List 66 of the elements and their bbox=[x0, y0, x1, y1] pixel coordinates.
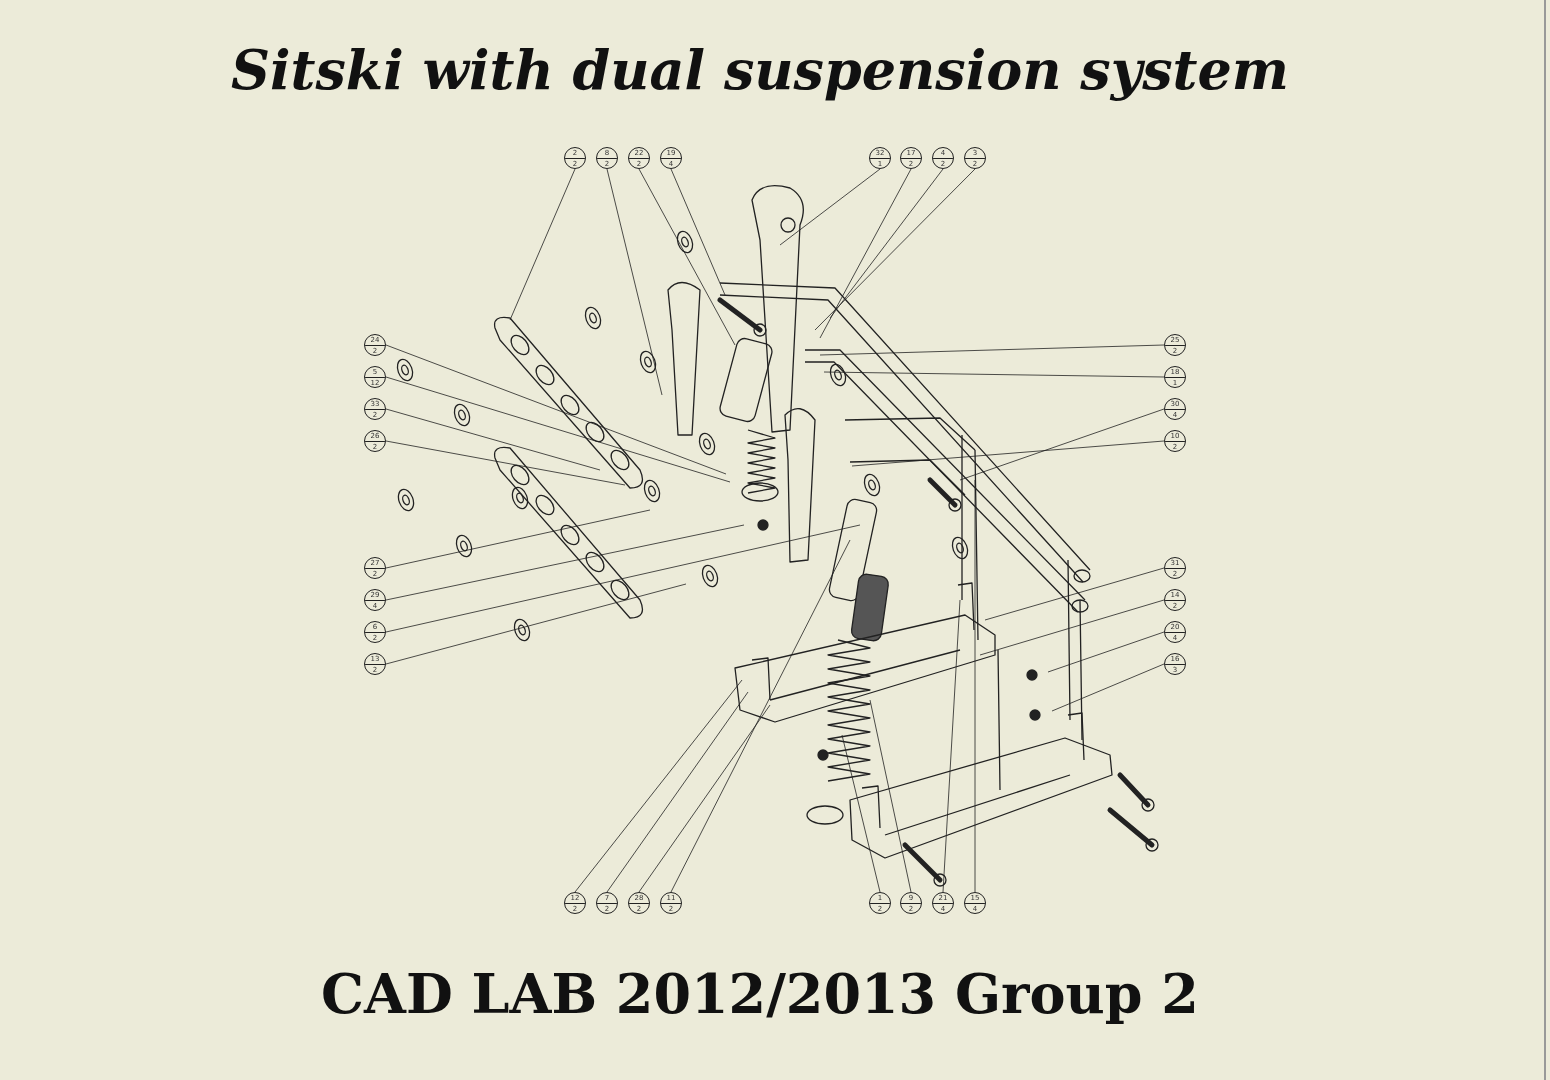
leader-line bbox=[606, 168, 663, 396]
callout-balloon bbox=[1164, 621, 1186, 643]
callout-balloon bbox=[364, 366, 386, 388]
leader-line bbox=[829, 168, 944, 319]
leader-line bbox=[979, 599, 1165, 656]
leader-line bbox=[819, 344, 1165, 356]
callout-balloon bbox=[1164, 557, 1186, 579]
callout-balloon bbox=[364, 589, 386, 611]
leader-line bbox=[385, 524, 745, 601]
leader-line bbox=[942, 599, 961, 893]
callout-balloon bbox=[900, 892, 922, 914]
callout-balloon bbox=[932, 147, 954, 169]
callout-balloon bbox=[964, 147, 986, 169]
caption: CAD LAB 2012/2013 Group 2 bbox=[321, 962, 1199, 1026]
leader-line bbox=[869, 699, 912, 893]
leader-line bbox=[385, 509, 651, 569]
leader-line bbox=[823, 371, 1165, 378]
leader-line bbox=[385, 408, 601, 471]
leader-line bbox=[385, 376, 731, 483]
callout-balloon bbox=[1164, 366, 1186, 388]
title: Sitski with dual suspension system bbox=[231, 38, 1289, 102]
leader-line bbox=[1047, 631, 1165, 673]
callout-balloon bbox=[628, 892, 650, 914]
leader-line bbox=[851, 440, 1165, 467]
callout-balloon bbox=[1164, 589, 1186, 611]
leader-line bbox=[959, 408, 1165, 481]
callout-balloon bbox=[628, 147, 650, 169]
callout-balloon bbox=[869, 892, 891, 914]
leader-line bbox=[814, 168, 976, 331]
callout-balloon bbox=[660, 147, 682, 169]
callout-balloon bbox=[660, 892, 682, 914]
callout-balloon bbox=[364, 557, 386, 579]
callout-balloon bbox=[932, 892, 954, 914]
callout-balloon bbox=[1164, 653, 1186, 675]
leader-line bbox=[1051, 663, 1165, 712]
leader-line bbox=[841, 734, 881, 893]
callout-balloon bbox=[1164, 430, 1186, 452]
callout-balloon bbox=[900, 147, 922, 169]
callout-balloon bbox=[364, 398, 386, 420]
leader-line bbox=[385, 344, 727, 475]
leader-line bbox=[984, 567, 1165, 621]
callout-balloon bbox=[364, 653, 386, 675]
callout-balloon bbox=[564, 892, 586, 914]
callout-balloon bbox=[596, 892, 618, 914]
callout-balloon bbox=[596, 147, 618, 169]
leader-line bbox=[385, 440, 626, 486]
leader-line bbox=[670, 168, 726, 296]
leader-line bbox=[670, 539, 851, 893]
callout-balloon bbox=[364, 621, 386, 643]
leader-line bbox=[606, 691, 749, 893]
leader-line bbox=[638, 704, 771, 893]
leader-line bbox=[385, 583, 687, 665]
callout-balloon bbox=[869, 147, 891, 169]
callout-balloon bbox=[1164, 398, 1186, 420]
callout-balloon bbox=[964, 892, 986, 914]
leader-line bbox=[779, 168, 881, 246]
callout-balloon bbox=[364, 430, 386, 452]
callout-balloon bbox=[364, 334, 386, 356]
leader-line bbox=[819, 168, 912, 339]
callout-balloon bbox=[564, 147, 586, 169]
leader-line bbox=[509, 168, 576, 321]
leader-line bbox=[974, 479, 976, 893]
leader-line bbox=[574, 679, 743, 893]
leader-line bbox=[638, 168, 736, 346]
callout-balloon bbox=[1164, 334, 1186, 356]
leader-line bbox=[385, 524, 861, 633]
